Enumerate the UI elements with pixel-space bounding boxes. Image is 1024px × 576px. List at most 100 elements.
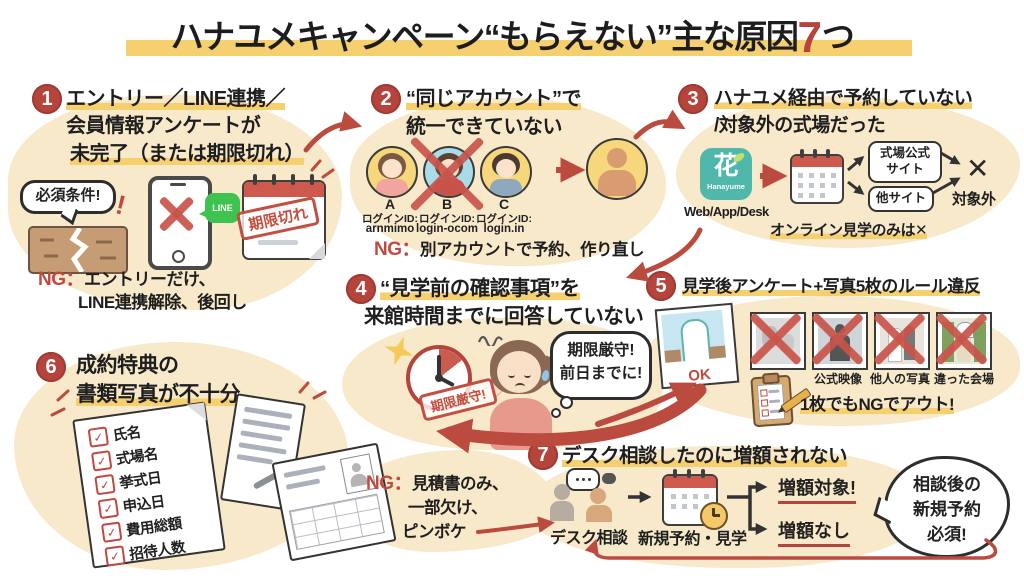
section1-ng-line2: LINE連携解除、後回し xyxy=(78,293,247,312)
ok-photo: OK xyxy=(654,302,740,390)
doc-line xyxy=(242,418,291,431)
new-booking-label: 新規予約・見学 xyxy=(638,531,747,548)
section2-heading-line2: 統一できていない xyxy=(406,116,563,138)
clipboard-line xyxy=(768,389,780,394)
calendar-ring xyxy=(673,469,677,478)
section7-heading-text: デスク相談したのに増額されない xyxy=(562,445,848,467)
clipboard-line xyxy=(768,399,781,404)
ng-photo-wrong-venue xyxy=(936,312,992,370)
checkbox-icon: ✓ xyxy=(87,426,110,448)
deadline-bubble-tail-dot1 xyxy=(560,396,573,409)
section4-number: 4 xyxy=(346,274,376,304)
title-prefix: ハナユメキャンペーン“もらえない”主な原因 xyxy=(170,18,799,55)
ng-photo-official xyxy=(812,312,868,370)
arrow-section2-to-3 xyxy=(633,109,686,140)
section2-ng-text: 別アカウントで予約、作り直し xyxy=(420,241,645,259)
section6-heading-line2: 書類写真が不十分 xyxy=(76,378,241,408)
small-clock-hand-h xyxy=(713,514,720,517)
chat-bubble-dark xyxy=(602,473,616,484)
calendar-page-curl xyxy=(309,243,325,259)
section3-heading1-text: ハナユメ経由で予約していない xyxy=(714,88,973,109)
woman-frown xyxy=(515,383,525,390)
booking-calendar-icon xyxy=(790,149,844,204)
phone-speaker xyxy=(170,183,186,186)
ng-label: NG： xyxy=(38,269,85,290)
document-form-page xyxy=(271,442,397,562)
doc-line xyxy=(238,442,287,455)
small-clock-hand-v xyxy=(712,508,715,516)
title-suffix: つ xyxy=(821,18,855,55)
person-left-body xyxy=(550,501,574,521)
checkbox-icon: ✓ xyxy=(97,497,120,520)
photo-label-official: 公式映像 xyxy=(813,372,862,386)
avatar-c-letter: C xyxy=(498,196,510,212)
calendar-ring xyxy=(701,469,705,478)
ok-photo-image xyxy=(661,309,727,363)
calendar-header xyxy=(244,182,324,197)
form-line xyxy=(283,465,326,479)
calendar-dot xyxy=(809,193,814,198)
calendar-ring xyxy=(800,149,804,158)
person-right-head xyxy=(590,488,606,504)
section6-ng-line2: 一部欠け、 xyxy=(408,499,488,517)
calendar-dot xyxy=(831,183,836,188)
deadline-bubble-line1: 期限厳守! xyxy=(567,342,635,359)
checklist-item: 挙式日 xyxy=(118,470,163,493)
deadline-bubble-tail-dot2 xyxy=(551,408,561,418)
consult-note-line1: 相談後の xyxy=(913,475,981,494)
title-number: 7 xyxy=(797,13,822,62)
official-site-box: 式場公式 サイト xyxy=(868,141,942,183)
phone-icon xyxy=(148,176,212,270)
checkbox-icon: ✓ xyxy=(90,450,113,472)
calendar-ring xyxy=(687,469,691,478)
section6-ng-line1: NG：見積書のみ、 xyxy=(366,468,509,495)
avatar-a-face xyxy=(382,159,402,178)
calendar-line xyxy=(258,240,298,245)
checkbox-icon: ✓ xyxy=(100,521,123,543)
section2-heading-line1: “同じアカウント”で xyxy=(406,82,582,111)
avatar-c xyxy=(480,146,532,198)
checklist-item: 氏名 xyxy=(111,424,142,445)
paper-fold xyxy=(186,402,207,423)
ng-photo-others xyxy=(874,312,930,370)
chapel-arch xyxy=(679,317,712,363)
calendar-ring xyxy=(291,174,295,185)
avatar-b-x-mark xyxy=(406,136,488,212)
section5-number: 5 xyxy=(646,271,676,301)
section7-number: 7 xyxy=(528,440,558,470)
section6-number: 6 xyxy=(36,352,66,382)
doc-line xyxy=(240,430,283,442)
deadline-bubble: 期限厳守! 前日までに! xyxy=(550,331,652,400)
calendar-dot xyxy=(798,183,803,188)
calendar-dot xyxy=(820,173,825,178)
checklist-item: 申込日 xyxy=(121,494,166,516)
consult-note-line3: 必須! xyxy=(927,525,967,544)
excluded-x-mark: ✕ xyxy=(966,153,989,184)
section1-number: 1 xyxy=(32,84,62,114)
chapel-pews-right xyxy=(709,345,727,359)
stress-squiggle xyxy=(477,335,503,346)
small-clock-icon xyxy=(700,502,728,530)
chat-dot xyxy=(587,478,591,481)
calendar-dot xyxy=(693,504,698,509)
section5-note: 1枚でもNGでアウト! xyxy=(800,390,955,415)
desk-consult-icon xyxy=(550,468,622,522)
calendar-dot xyxy=(693,494,698,499)
woman-eye-left xyxy=(508,372,515,378)
photo-label-wrong-venue: 違った会場 xyxy=(933,372,994,386)
section1-heading-line1: エントリー／LINE連携／ xyxy=(66,82,286,111)
form-line xyxy=(285,478,321,490)
person-right-body xyxy=(586,505,612,522)
clipboard-checkbox xyxy=(760,399,769,407)
section7-heading: デスク相談したのに増額されない xyxy=(562,439,848,468)
calendar-dot xyxy=(809,183,814,188)
doc-line xyxy=(244,406,293,420)
calendar-ring xyxy=(272,174,276,185)
doc-line xyxy=(236,454,273,465)
phone-home-button xyxy=(172,250,185,263)
calendar-dot xyxy=(820,183,825,188)
clipboard-paper xyxy=(756,383,786,421)
checklist-item: 式場名 xyxy=(115,446,159,469)
section6-heading2-text: 書類写真が不十分 xyxy=(76,383,241,406)
person-left-head xyxy=(554,484,570,500)
